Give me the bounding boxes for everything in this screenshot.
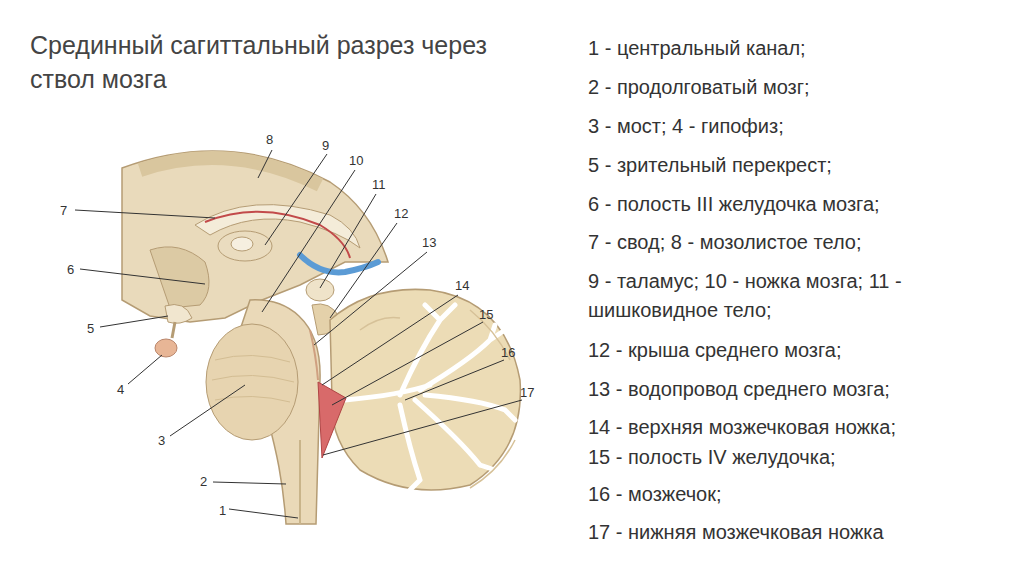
callout-number: 13 bbox=[422, 235, 436, 250]
callout-number: 3 bbox=[158, 433, 165, 448]
legend-entry: 6 - полость III желудочка мозга; bbox=[588, 190, 880, 219]
legend-entry: 5 - зрительный перекрест; bbox=[588, 151, 832, 180]
legend-entry: 2 - продолговатый мозг; bbox=[588, 73, 810, 102]
legend-entry: 13 - водопровод среднего мозга; bbox=[588, 375, 890, 404]
callout-number: 6 bbox=[67, 262, 74, 277]
callout-number: 15 bbox=[479, 307, 493, 322]
title: Срединный сагиттальный разрез через ство… bbox=[30, 28, 500, 96]
leader-lines bbox=[75, 150, 522, 518]
callout-number: 8 bbox=[266, 132, 273, 147]
legend-entry: 12 - крыша среднего мозга; bbox=[588, 336, 842, 365]
callout-number: 9 bbox=[322, 138, 329, 153]
callout-number: 14 bbox=[455, 278, 469, 293]
callout-number: 17 bbox=[520, 385, 534, 400]
legend-entry: 7 - свод; 8 - мозолистое тело; bbox=[588, 228, 862, 257]
legend-entry: 17 - нижняя мозжечковая ножка bbox=[588, 518, 884, 547]
callout-number: 4 bbox=[117, 382, 124, 397]
callout-number: 11 bbox=[372, 177, 386, 192]
legend-entry: 1 - центральный канал; bbox=[588, 34, 806, 63]
callout-number: 10 bbox=[349, 153, 363, 168]
callout-number: 7 bbox=[60, 203, 67, 218]
legend-entry: 16 - мозжечок; bbox=[588, 480, 722, 509]
callout-number: 12 bbox=[394, 206, 408, 221]
legend-entry: 3 - мост; 4 - гипофиз; bbox=[588, 112, 784, 141]
callout-number: 16 bbox=[501, 345, 515, 360]
legend-entry: 9 - таламус; 10 - ножка мозга; 11 - шишк… bbox=[588, 267, 983, 325]
callout-number: 5 bbox=[87, 321, 94, 336]
callout-number: 2 bbox=[200, 474, 207, 489]
legend-entry: 15 - полость IV желудочка; bbox=[588, 443, 836, 472]
callout-number: 1 bbox=[219, 503, 226, 518]
legend-entry: 14 - верхняя мозжечковая ножка; bbox=[588, 413, 896, 442]
